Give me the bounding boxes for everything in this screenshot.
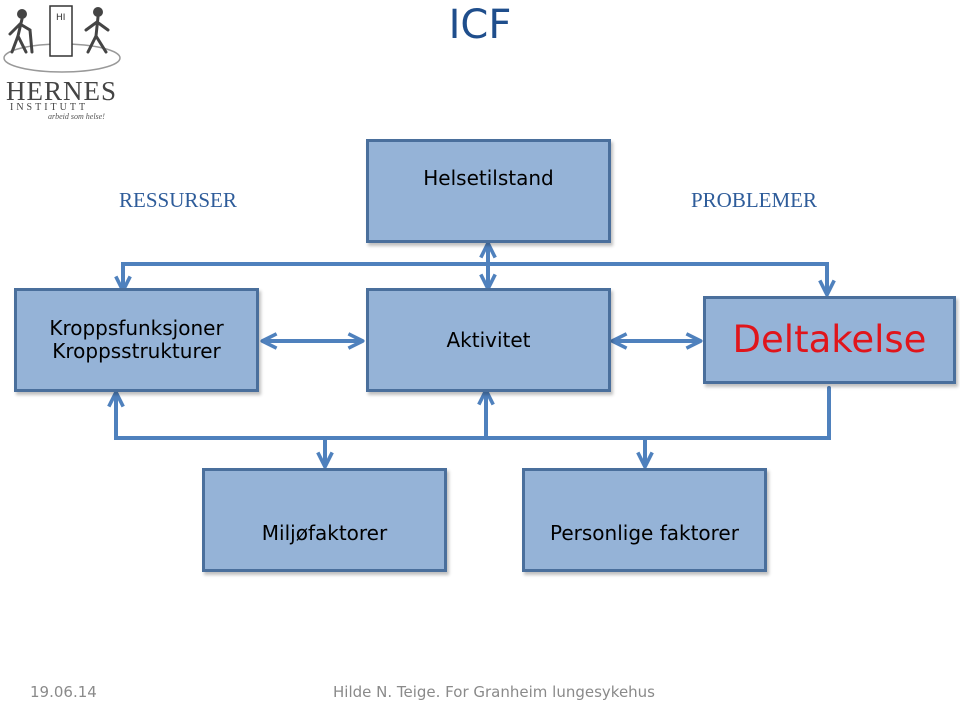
participation-label: Deltakelse (732, 317, 927, 361)
health-condition-label: Helsetilstand (423, 165, 554, 190)
logo-figures-icon: HI (3, 5, 121, 73)
activity-label: Aktivitet (446, 327, 531, 352)
bottom-bracket-line (107, 386, 831, 440)
body-functions-box: Kroppsfunksjoner Kroppsstrukturer (14, 288, 259, 392)
hernes-institutt-logo: HI HERNES INSTITUTT arbeid som helse! (0, 0, 130, 125)
body-structures-label: Kroppsstrukturer (52, 339, 221, 363)
page-title: ICF (448, 2, 512, 48)
health-condition-box: Helsetilstand (366, 139, 611, 243)
footer-author: Hilde N. Teige. For Granheim lungesykehu… (333, 683, 655, 701)
body-functions-label: Kroppsfunksjoner (49, 316, 224, 340)
logo-tagline: arbeid som helse! (48, 112, 105, 121)
personal-factors-label: Personlige faktorer (550, 520, 739, 545)
environmental-factors-label: Miljøfaktorer (261, 520, 388, 545)
participation-box: Deltakelse (703, 296, 956, 384)
problems-label: PROBLEMER (691, 188, 818, 212)
logo-subtitle: INSTITUTT (10, 102, 89, 113)
footer-date: 19.06.14 (30, 683, 97, 701)
top-bracket-line (114, 262, 836, 297)
resources-label: RESSURSER (119, 188, 237, 212)
logo-name: HERNES (6, 76, 118, 106)
personal-factors-box: Personlige faktorer (522, 468, 767, 572)
logo-door-text: HI (56, 13, 65, 23)
environmental-factors-box: Miljøfaktorer (202, 468, 447, 572)
activity-box: Aktivitet (366, 288, 611, 392)
